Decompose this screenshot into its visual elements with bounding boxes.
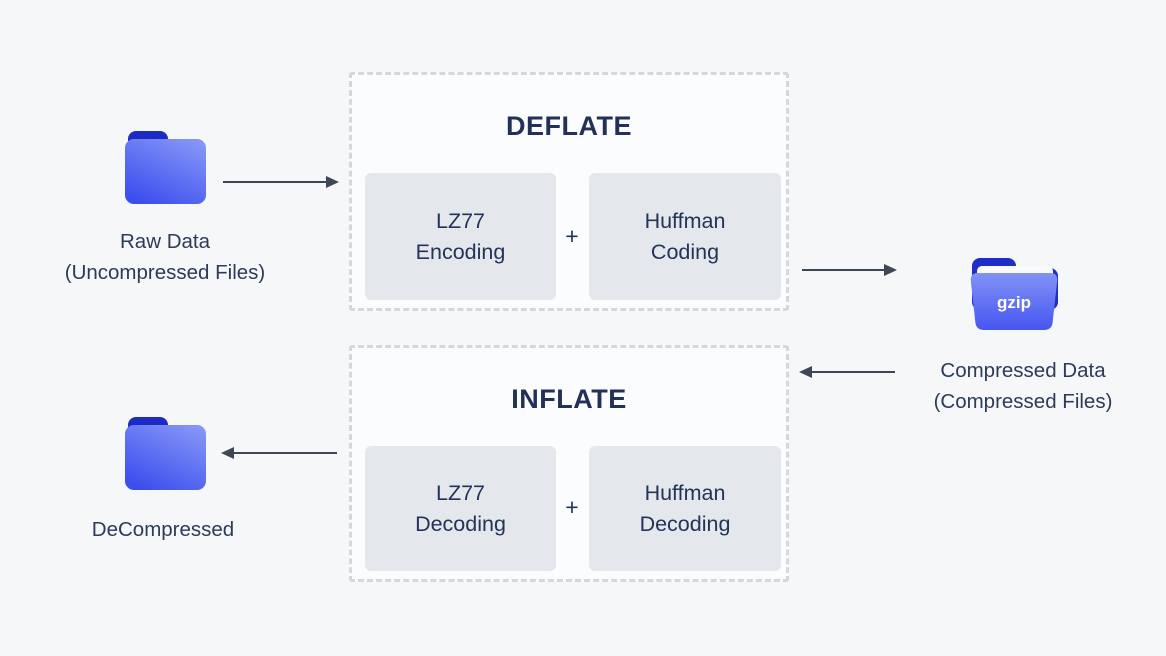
raw-data-subtitle: (Uncompressed Files) [64,261,266,284]
step-line1: LZ77 [435,208,485,233]
decompressed-title: DeCompressed [91,518,235,541]
step-text: Huffman Decoding [640,478,731,540]
step-line1: LZ77 [435,480,485,505]
arrow-inflate-to-decompressed [221,446,337,460]
decompressed-label: DeCompressed [13,514,313,545]
folder-open-gzip-icon: gzip [970,258,1058,330]
arrow-shaft [232,452,337,454]
step-line1: Huffman [644,208,726,233]
deflate-title: DEFLATE [506,111,632,141]
arrow-shaft [802,269,886,271]
raw-data-label: Raw Data (Uncompressed Files) [15,226,315,288]
arrow-shaft [223,181,328,183]
compressed-data-label: Compressed Data (Compressed Files) [880,355,1166,417]
gzip-folder-icon: gzip [964,252,1064,339]
arrow-gzip-to-inflate [799,365,895,379]
raw-data-title: Raw Data [119,230,210,253]
step-text: LZ77 Decoding [415,478,506,540]
raw-data-folder-icon [121,126,211,213]
arrow-head-right-icon [884,264,897,276]
step-line2: Encoding [415,239,506,264]
folder-closed-icon [125,417,206,490]
arrow-head-right-icon [326,176,339,188]
step-huffman-coding: Huffman Coding [589,173,781,300]
arrow-head-left-icon [799,366,812,378]
deflate-plus-operator: + [565,223,579,249]
step-text: Huffman Coding [645,206,726,268]
step-lz77-encoding: LZ77 Encoding [365,173,556,300]
compressed-data-title: Compressed Data [940,359,1106,382]
step-line2: Decoding [415,511,506,536]
step-line2: Coding [650,239,720,264]
step-line1: Huffman [644,480,726,505]
arrow-shaft [810,371,895,373]
arrow-deflate-to-gzip [802,263,897,277]
inflate-title: INFLATE [511,384,627,414]
arrow-head-left-icon [221,447,234,459]
inflate-plus-operator: + [565,494,579,520]
inflate-process-box: INFLATE LZ77 Decoding + Huffman Decoding [349,345,789,582]
step-line2: Decoding [639,511,731,536]
step-huffman-decoding: Huffman Decoding [589,446,781,571]
compressed-data-subtitle: (Compressed Files) [933,390,1113,413]
step-text: LZ77 Encoding [416,206,506,268]
arrow-raw-to-deflate [223,175,339,189]
step-lz77-decoding: LZ77 Decoding [365,446,556,571]
gzip-folder-label: gzip [997,293,1031,312]
folder-closed-icon [125,131,206,204]
deflate-process-box: DEFLATE LZ77 Encoding + Huffman Coding [349,72,789,311]
decompressed-folder-icon [121,412,211,499]
